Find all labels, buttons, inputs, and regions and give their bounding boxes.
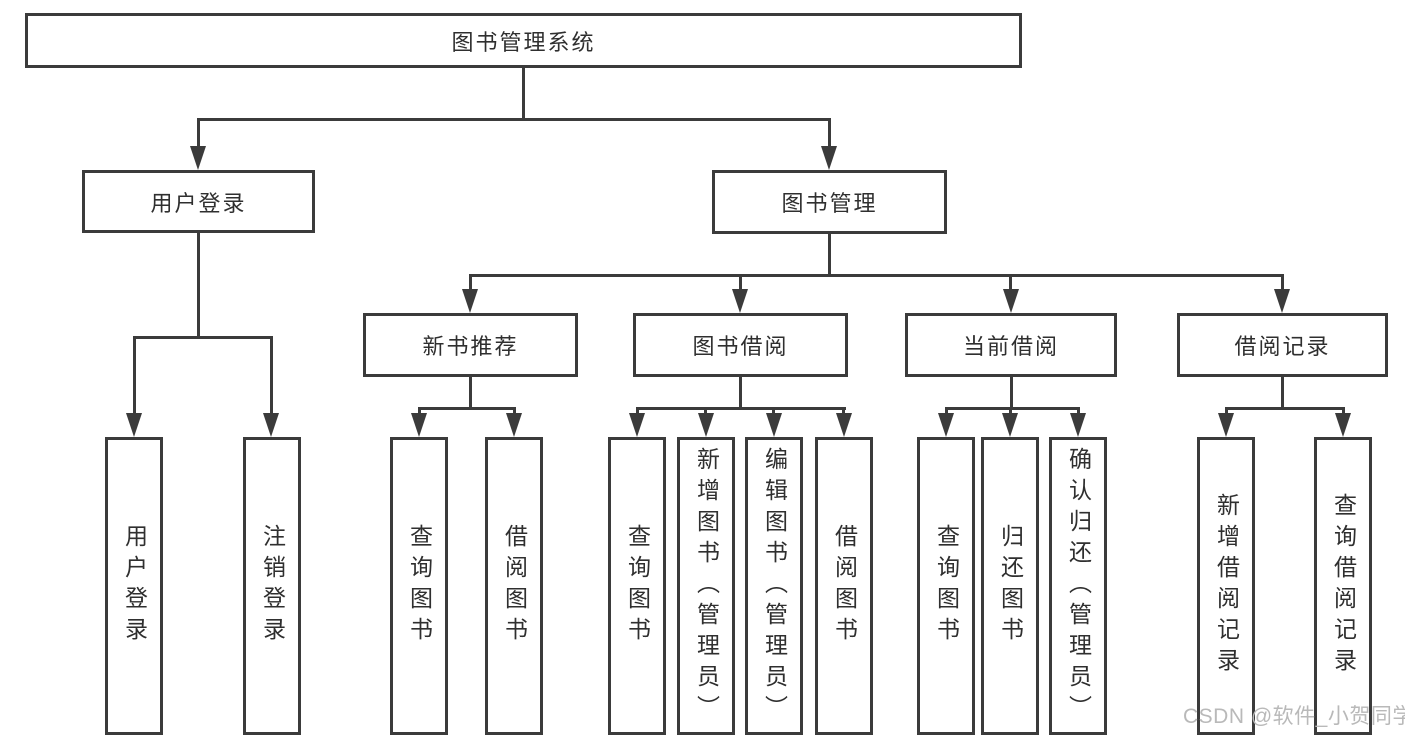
leaf-label: 查询图书 xyxy=(624,524,651,648)
connector-line xyxy=(197,118,200,150)
connector-line xyxy=(522,68,525,118)
leaf-label: 借阅图书 xyxy=(501,524,528,648)
leaf-label: 查询图书 xyxy=(933,524,960,648)
arrow-down-icon xyxy=(190,146,206,170)
leaf-label: 查询借阅记录 xyxy=(1330,493,1357,679)
leaf-logout: 注销登录 xyxy=(243,437,301,735)
connector-line xyxy=(636,407,639,415)
arrow-down-icon xyxy=(1335,413,1351,437)
arrow-down-icon xyxy=(836,413,852,437)
arrow-down-icon xyxy=(462,289,478,313)
arrow-down-icon xyxy=(263,413,279,437)
connector-line xyxy=(469,377,472,407)
leaf-add-book-admin: 新增图书（管理员） xyxy=(677,437,735,735)
leaf-return-book: 归还图书 xyxy=(981,437,1039,735)
leaf-label: 用户登录 xyxy=(121,524,148,648)
leaf-user-login: 用户登录 xyxy=(105,437,163,735)
arrow-down-icon xyxy=(698,413,714,437)
leaf-borrow-book-recommend: 借阅图书 xyxy=(485,437,543,735)
leaf-edit-book-admin: 编辑图书（管理员） xyxy=(745,437,803,735)
arrow-down-icon xyxy=(126,413,142,437)
leaf-label: 新增借阅记录 xyxy=(1213,493,1240,679)
arrow-down-icon xyxy=(1002,413,1018,437)
leaf-borrow-book: 借阅图书 xyxy=(815,437,873,735)
connector-line xyxy=(418,407,516,410)
leaf-confirm-return-admin: 确认归还（管理员） xyxy=(1049,437,1107,735)
connector-line xyxy=(636,407,846,410)
connector-line xyxy=(197,233,200,336)
arrow-down-icon xyxy=(766,413,782,437)
leaf-label: 新增图书（管理员） xyxy=(693,446,720,726)
connector-line xyxy=(197,118,831,121)
connector-line xyxy=(704,407,707,415)
connector-line xyxy=(945,407,948,415)
connector-line xyxy=(418,407,421,415)
connector-line xyxy=(945,407,1079,410)
node-book-borrow: 图书借阅 xyxy=(633,313,848,377)
connector-line xyxy=(1342,407,1345,415)
node-new-book-recommend: 新书推荐 xyxy=(363,313,578,377)
leaf-label: 查询图书 xyxy=(406,524,433,648)
leaf-label: 归还图书 xyxy=(997,524,1024,648)
leaf-label: 编辑图书（管理员） xyxy=(761,446,788,726)
connector-line xyxy=(1225,407,1228,415)
connector-line xyxy=(469,274,472,291)
connector-line xyxy=(1281,377,1284,407)
arrow-down-icon xyxy=(411,413,427,437)
connector-line xyxy=(513,407,516,415)
csdn-watermark: CSDN @软件_小贺同学 xyxy=(1183,705,1405,728)
arrow-down-icon xyxy=(1003,289,1019,313)
connector-line xyxy=(1009,274,1012,291)
arrow-down-icon xyxy=(938,413,954,437)
node-book-management: 图书管理 xyxy=(712,170,947,234)
leaf-label: 借阅图书 xyxy=(831,524,858,648)
connector-line xyxy=(1009,407,1012,415)
node-root-system: 图书管理系统 xyxy=(25,13,1022,68)
arrow-down-icon xyxy=(1274,289,1290,313)
connector-line xyxy=(1281,274,1284,291)
arrow-down-icon xyxy=(1218,413,1234,437)
connector-line xyxy=(133,336,136,415)
leaf-add-borrow-record: 新增借阅记录 xyxy=(1197,437,1255,735)
connector-line xyxy=(133,336,273,339)
connector-line xyxy=(828,234,831,274)
connector-line xyxy=(739,377,742,407)
connector-line xyxy=(1077,407,1080,415)
arrow-down-icon xyxy=(506,413,522,437)
arrow-down-icon xyxy=(1070,413,1086,437)
leaf-query-book: 查询图书 xyxy=(608,437,666,735)
connector-line xyxy=(1225,407,1344,410)
connector-line xyxy=(828,118,831,150)
connector-line xyxy=(772,407,775,415)
arrow-down-icon xyxy=(732,289,748,313)
node-current-borrow: 当前借阅 xyxy=(905,313,1117,377)
leaf-label: 确认归还（管理员） xyxy=(1065,446,1092,726)
node-user-login: 用户登录 xyxy=(82,170,315,233)
leaf-query-book-current: 查询图书 xyxy=(917,437,975,735)
connector-line xyxy=(1010,377,1013,407)
node-borrow-record: 借阅记录 xyxy=(1177,313,1388,377)
leaf-label: 注销登录 xyxy=(259,524,286,648)
leaf-query-borrow-record: 查询借阅记录 xyxy=(1314,437,1372,735)
connector-line xyxy=(739,274,742,291)
leaf-query-book-recommend: 查询图书 xyxy=(390,437,448,735)
arrow-down-icon xyxy=(821,146,837,170)
arrow-down-icon xyxy=(629,413,645,437)
connector-line xyxy=(842,407,845,415)
connector-line xyxy=(469,274,1283,277)
connector-line xyxy=(270,336,273,415)
